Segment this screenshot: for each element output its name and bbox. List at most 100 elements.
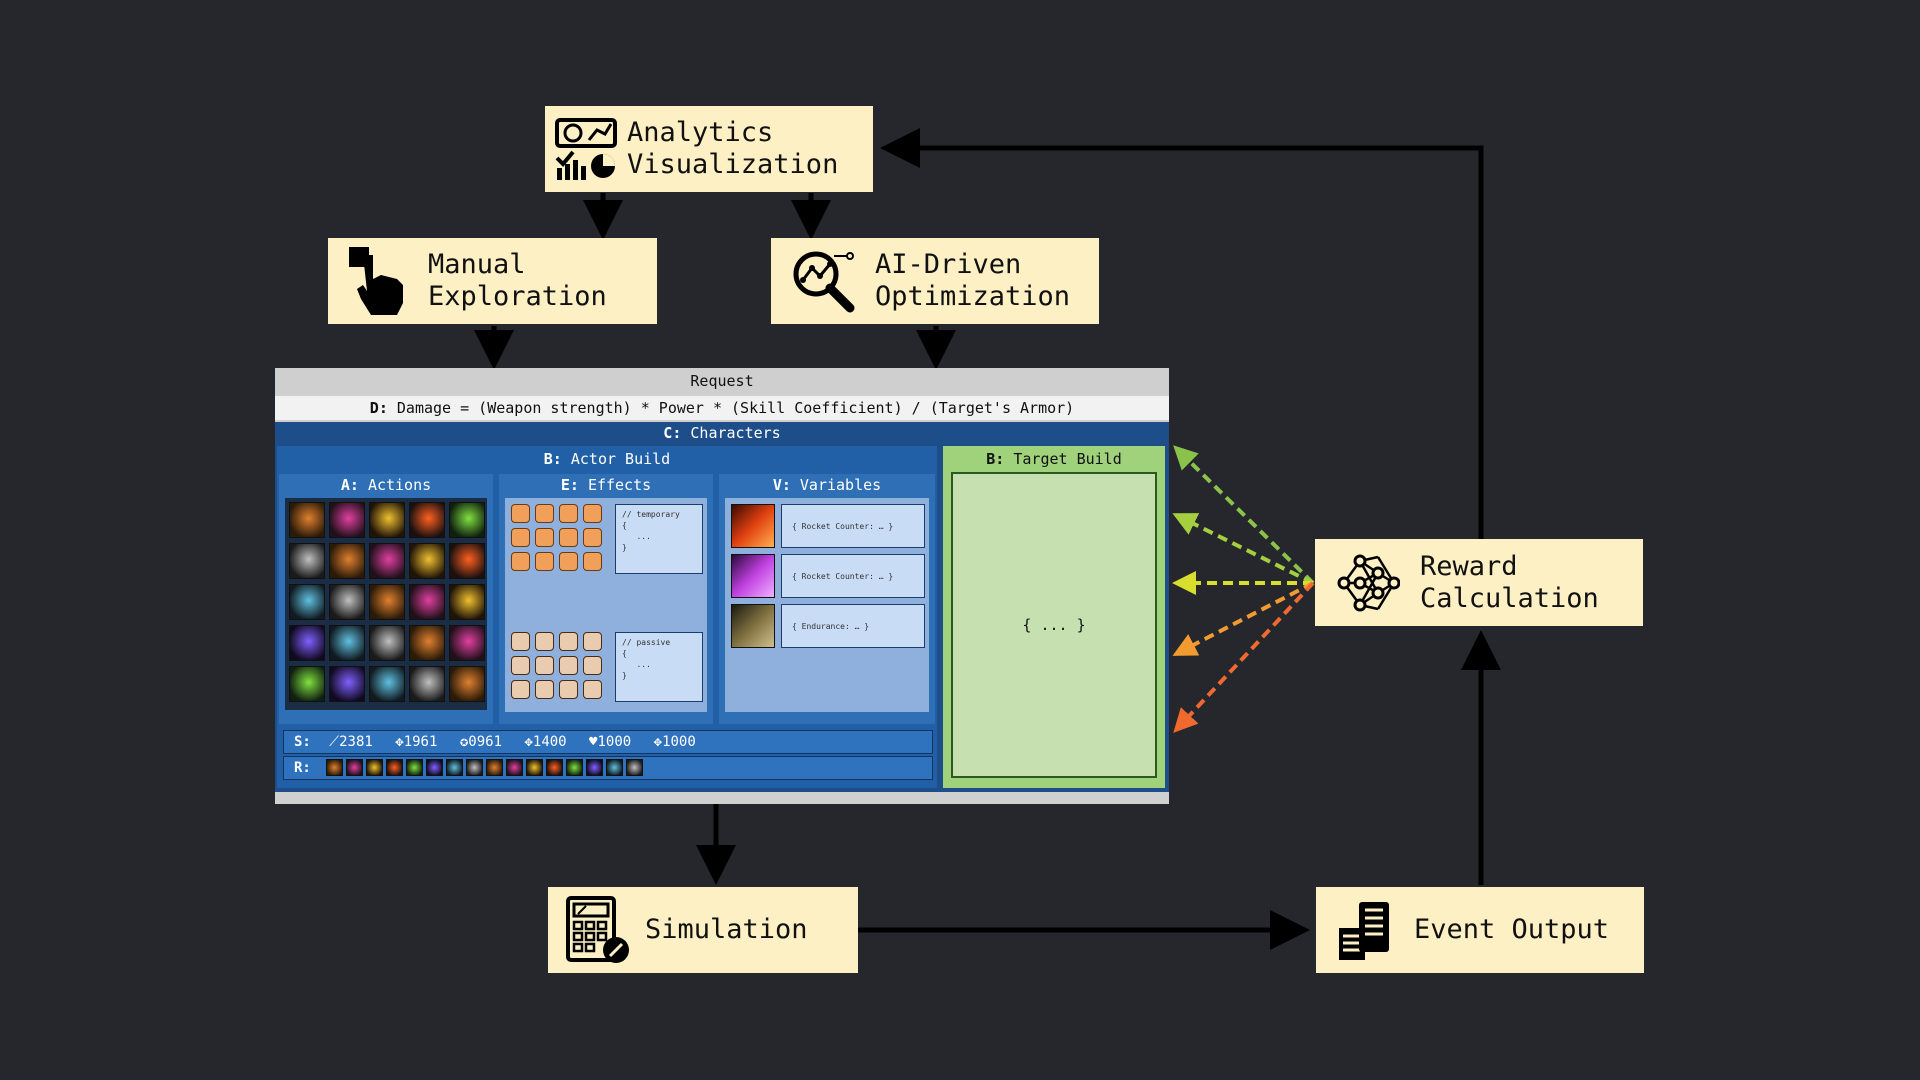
characters-header: C: Characters xyxy=(663,424,781,442)
arrow-reward-analytics xyxy=(880,128,1484,540)
action-skill-icon xyxy=(329,543,365,579)
ai-label: AI-Driven Optimization xyxy=(875,249,1071,312)
neural-network-icon xyxy=(1315,538,1420,628)
target-build-panel: B: Target Build { ... } xyxy=(943,446,1165,788)
action-skill-icon xyxy=(289,584,325,620)
action-skill-icon xyxy=(369,625,405,661)
target-build-body: { ... } xyxy=(951,472,1157,778)
action-skill-icon xyxy=(289,666,325,702)
reward-calculation-node: Reward Calculation xyxy=(1315,539,1643,626)
effects-header: E: Effects xyxy=(560,476,652,494)
actions-header: A: Actions xyxy=(340,476,432,494)
manual-label: Manual Exploration xyxy=(428,249,607,312)
ai-driven-optimization-node: AI-Driven Optimization xyxy=(771,238,1099,324)
action-skill-icon xyxy=(449,543,485,579)
rotation-tag: R: xyxy=(294,760,311,776)
action-skill-icon xyxy=(409,625,445,661)
manual-exploration-node: Manual Exploration xyxy=(328,238,657,324)
request-panel: Request D: Damage = (Weapon strength) * … xyxy=(275,368,1169,804)
variables-inner: { Rocket Counter: … } { Rocket Counter: … xyxy=(725,498,929,712)
characters-panel: C: Characters B: Actor Build A: Actions … xyxy=(275,422,1169,792)
variables-panel: V: Variables { Rocket Counter: … } { Roc… xyxy=(719,474,935,724)
effect-icon xyxy=(559,656,578,675)
request-title: Request xyxy=(275,368,1169,394)
document-stack-icon xyxy=(1316,885,1414,975)
action-skill-icon xyxy=(409,543,445,579)
effect-icon xyxy=(535,528,554,547)
action-skill-icon xyxy=(289,625,325,661)
actions-panel: A: Actions xyxy=(279,474,493,724)
event-output-node: Event Output xyxy=(1316,887,1644,973)
rotation-skill-icon xyxy=(326,759,343,776)
target-build-header: B: Target Build xyxy=(986,450,1122,468)
effect-icon xyxy=(559,504,578,523)
rotation-skill-icon xyxy=(486,759,503,776)
rotation-skill-icon xyxy=(566,759,583,776)
actions-grid xyxy=(285,498,487,710)
effect-icon xyxy=(583,528,602,547)
stat-value: 0961 xyxy=(468,734,503,750)
arrow-reward-target-4 xyxy=(1172,581,1314,656)
effect-icon xyxy=(535,656,554,675)
analytics-label: Analytics Visualization xyxy=(627,117,839,180)
effect-icon xyxy=(535,552,554,571)
effect-icon xyxy=(535,632,554,651)
action-skill-icon xyxy=(449,502,485,538)
rotation-skill-icon xyxy=(626,759,643,776)
effect-icon xyxy=(511,656,530,675)
effect-icon xyxy=(511,504,530,523)
action-skill-icon xyxy=(329,502,365,538)
action-skill-icon xyxy=(289,502,325,538)
action-skill-icon xyxy=(409,666,445,702)
arrow-reward-target-5 xyxy=(1173,581,1315,733)
action-skill-icon xyxy=(449,666,485,702)
effects-inner: // temporary { ... } // passive { ... } xyxy=(505,498,707,712)
simulation-node: Simulation xyxy=(548,887,858,973)
actor-build-header: B: Actor Build xyxy=(543,450,671,468)
rotation-skill-icon xyxy=(386,759,403,776)
analytics-icon xyxy=(545,104,627,194)
rotation-skill-icon xyxy=(546,759,563,776)
stat-value: 1000 xyxy=(662,734,696,750)
calculator-icon xyxy=(548,885,645,975)
action-skill-icon xyxy=(369,584,405,620)
effect-icon xyxy=(535,680,554,699)
effects-panel: E: Effects // temporary { ... } // passi… xyxy=(499,474,713,724)
effect-icon xyxy=(583,552,602,571)
action-skill-icon xyxy=(289,543,325,579)
rotation-strip xyxy=(326,759,666,777)
actor-build-panel: B: Actor Build A: Actions E: Effects // … xyxy=(277,446,937,788)
effect-icon xyxy=(511,632,530,651)
rotation-skill-icon xyxy=(426,759,443,776)
stat-value: 1961 xyxy=(403,734,438,750)
temporary-effects-code: // temporary { ... } xyxy=(615,504,703,574)
effect-icon xyxy=(583,656,602,675)
effect-icon xyxy=(559,552,578,571)
effect-icon xyxy=(583,680,602,699)
variable-skill-icon xyxy=(731,554,775,598)
action-skill-icon xyxy=(329,666,365,702)
rotation-skill-icon xyxy=(366,759,383,776)
reward-label: Reward Calculation xyxy=(1420,550,1599,614)
rotation-skill-icon xyxy=(586,759,603,776)
rotation-skill-icon xyxy=(506,759,523,776)
passive-effects-code: // passive { ... } xyxy=(615,632,703,702)
action-skill-icon xyxy=(409,502,445,538)
stat-value: 2381 xyxy=(339,734,373,750)
formula-bar: D: Damage = (Weapon strength) * Power * … xyxy=(275,396,1169,420)
rotation-skill-icon xyxy=(446,759,463,776)
simulation-label: Simulation xyxy=(645,914,808,945)
action-skill-icon xyxy=(369,543,405,579)
hand-pointer-icon xyxy=(328,236,428,326)
action-skill-icon xyxy=(329,625,365,661)
variable-skill-icon xyxy=(731,604,775,648)
rotation-skill-icon xyxy=(346,759,363,776)
arrow-reward-target-1 xyxy=(1173,445,1315,585)
effect-icon xyxy=(583,504,602,523)
variable-skill-icon xyxy=(731,504,775,548)
analytics-visualization-node: Analytics Visualization xyxy=(545,106,873,192)
action-skill-icon xyxy=(449,625,485,661)
stat-value: 1000 xyxy=(597,734,632,750)
rotation-skill-icon xyxy=(466,759,483,776)
magnifier-graph-icon xyxy=(771,236,875,326)
